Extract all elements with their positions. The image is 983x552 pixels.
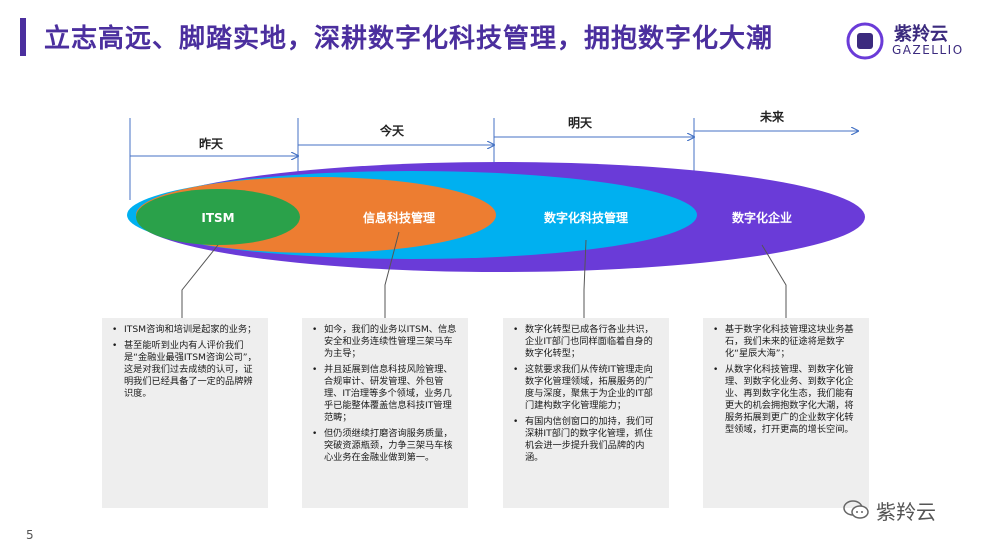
- timeline-label-yesterday: 昨天: [199, 136, 224, 151]
- timeline-label-tomorrow: 明天: [568, 116, 593, 130]
- page-title: 立志高远、脚踏实地，深耕数字化科技管理，拥抱数字化大潮: [44, 24, 774, 54]
- logo-mark-icon: [846, 22, 884, 60]
- list-item: 但仍须继续打磨咨询服务质量，突破资源瓶颈，力争三架马车核心业务在金融业做到第一。: [310, 428, 460, 464]
- timeline-label-future: 未来: [759, 109, 785, 124]
- watermark: 紫羚云: [842, 496, 962, 526]
- list-item: 如今，我们的业务以ITSM、信息安全和业务连续性管理三架马车为主导；: [310, 324, 460, 360]
- connector-1: [181, 244, 219, 318]
- list-item: 这就要求我们从传统IT管理走向数字化管理领域，拓展服务的广度与深度，聚焦于为企业…: [511, 364, 661, 412]
- list-item: 有国内信创窗口的加持，我们可深耕IT部门的数字化管理，抓住机会进一步提升我们品牌…: [511, 416, 661, 464]
- ellipse-itsm: [136, 189, 300, 245]
- connector-2: [384, 231, 400, 318]
- description-box-digital-mgmt: 数字化转型已成各行各业共识，企业IT部门也同样面临着自身的数字化转型； 这就要求…: [503, 318, 669, 508]
- timeline-label-today: 今天: [379, 123, 405, 138]
- list-item: 甚至能听到业内有人评价我们是“金融业最强ITSM咨询公司”，这是对我们过去成绩的…: [110, 340, 260, 400]
- list-item: ITSM咨询和培训是起家的业务；: [110, 324, 260, 336]
- connector-4: [761, 244, 787, 318]
- description-box-digital-enterprise: 基于数字化科技管理这块业务基石，我们未来的征途将是数字化“星辰大海”； 从数字化…: [703, 318, 869, 508]
- description-box-info: 如今，我们的业务以ITSM、信息安全和业务连续性管理三架马车为主导； 并且延展到…: [302, 318, 468, 508]
- ellipse-label-info: 信息科技管理: [363, 210, 435, 225]
- connector-3: [583, 239, 587, 318]
- logo-text-en: GAZELLIO: [892, 43, 964, 57]
- ellipse-label-digital-enterprise: 数字化企业: [732, 210, 792, 225]
- chat-bubble-icon: [843, 500, 869, 519]
- ellipse-label-digital-mgmt: 数字化科技管理: [544, 210, 628, 225]
- logo-text-cn: 紫羚云: [894, 24, 948, 45]
- list-item: 数字化转型已成各行各业共识，企业IT部门也同样面临着自身的数字化转型；: [511, 324, 661, 360]
- list-item: 基于数字化科技管理这块业务基石，我们未来的征途将是数字化“星辰大海”；: [711, 324, 861, 360]
- title-accent-bar: [20, 18, 26, 56]
- company-logo: 紫羚云 GAZELLIO: [846, 20, 976, 64]
- description-box-itsm: ITSM咨询和培训是起家的业务； 甚至能听到业内有人评价我们是“金融业最强ITS…: [102, 318, 268, 508]
- page-number: 5: [26, 528, 34, 542]
- ellipse-label-itsm: ITSM: [201, 211, 234, 225]
- list-item: 并且延展到信息科技风险管理、合规审计、研发管理、外包管理、IT治理等多个领域，业…: [310, 364, 460, 424]
- list-item: 从数字化科技管理、到数字化管理、到数字化业务、到数字化企业、再到数字化生态，我们…: [711, 364, 861, 436]
- watermark-text: 紫羚云: [876, 500, 936, 524]
